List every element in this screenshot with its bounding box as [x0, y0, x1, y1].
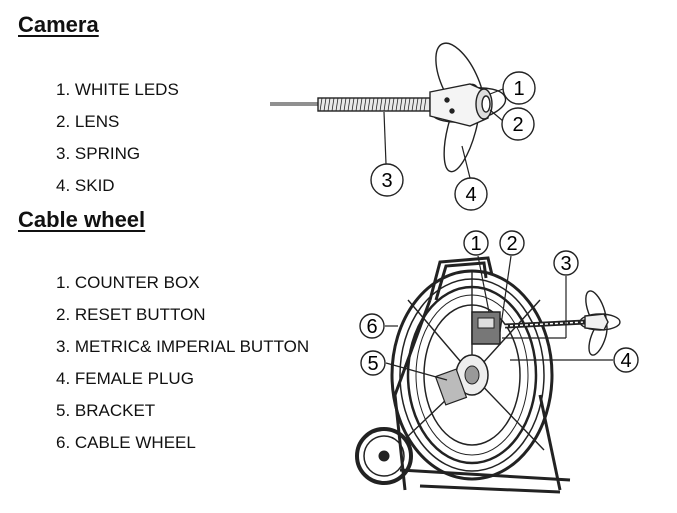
cable-wheel-heading: Cable wheel: [18, 207, 146, 232]
cable-wheel-callout-2: 2: [506, 233, 517, 255]
camera-heading: Camera: [18, 12, 99, 37]
cable-wheel-callout-3: 3: [560, 253, 571, 275]
cable-wheel-part-item: 5. BRACKET: [56, 401, 156, 420]
camera-part-item: 1. WHITE LEDS: [56, 80, 179, 99]
camera-parts-list: 1. WHITE LEDS 2. LENS 3. SPRING 4. SKID: [56, 80, 179, 208]
cable-wheel-part-item: 6. CABLE WHEEL: [56, 433, 196, 452]
cable-wheel-callout-1: 1: [470, 233, 481, 255]
camera-illustration: [270, 42, 507, 173]
camera-callouts: 1 2 3 4: [370, 71, 536, 211]
spring-coils: [319, 97, 427, 112]
camera-leader-lines: [383, 88, 504, 179]
camera-part-item: 3. SPRING: [56, 144, 141, 163]
cable-wheel-leader-lines: [385, 255, 613, 381]
cable-wheel-callout-6: 6: [366, 316, 377, 338]
camera-callout-3: 3: [381, 170, 392, 192]
cable-wheel-illustration: [355, 256, 621, 494]
cable-wheel-callout-4: 4: [620, 350, 631, 372]
cable-wheel-parts-list: 1. COUNTER BOX 2. RESET BUTTON 3. METRIC…: [56, 273, 309, 465]
cable-wheel-callout-5: 5: [367, 353, 378, 375]
camera-part-item: 4. SKID: [56, 176, 115, 195]
cable-wheel-part-item: 2. RESET BUTTON: [56, 305, 206, 324]
camera-callout-1: 1: [513, 78, 524, 100]
cable-wheel-part-item: 3. METRIC& IMPERIAL BUTTON: [56, 337, 310, 356]
cable-wheel-part-item: 1. COUNTER BOX: [56, 273, 200, 292]
camera-callout-2: 2: [512, 114, 523, 136]
cable-wheel-part-item: 4. FEMALE PLUG: [56, 369, 194, 388]
camera-part-item: 2. LENS: [56, 112, 120, 131]
camera-callout-4: 4: [465, 184, 476, 206]
cable-wheel-callouts: 1 2 3 4 5 6: [359, 230, 639, 376]
